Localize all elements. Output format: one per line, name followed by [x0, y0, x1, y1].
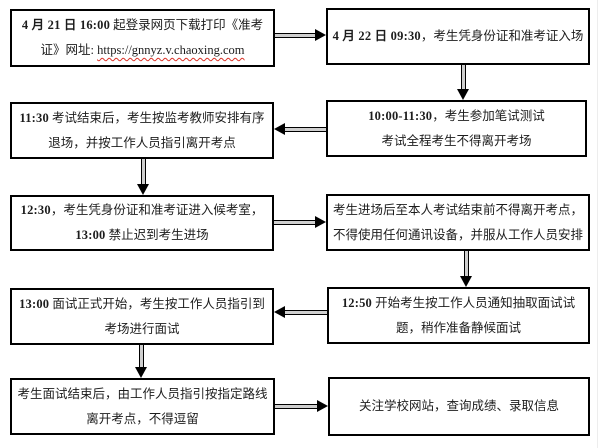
box-no-leaving-rules: 考生进场后至本人考试结束前不得离开考点， 不得使用任何通讯设备，并服从工作人员安… — [326, 194, 590, 251]
flow-arrow-r4-to-l4 — [274, 306, 327, 318]
arrow-right-icon — [315, 29, 326, 41]
box-text: ，考生凭身份证和准考证入场 — [420, 29, 584, 43]
box-exit-after-written-test: 11:30 考试结束后，考生按监考教师安排有序 退场，并按工作人员指引离开考点 — [10, 102, 274, 159]
box-text-line: 11:30 考试结束后，考生按监考教师安排有序 — [19, 106, 264, 131]
arrow-left-icon — [274, 306, 285, 318]
arrow-down-icon — [137, 184, 149, 195]
box-text: 面试正式开始，考生按工作人员指引到 — [49, 296, 265, 311]
flow-arrow-r2-to-l2 — [274, 123, 326, 135]
box-text-line: 退场，并按工作人员指引离开考点 — [48, 131, 236, 156]
box-print-admission-ticket: 4 月 21 日 16:00 起登录网页下载打印《准考 证》网址: https:… — [10, 9, 275, 67]
arrow-shaft — [274, 219, 315, 225]
flow-arrow-l2-to-l3 — [137, 159, 149, 195]
time-text: 10:00-11:30 — [368, 108, 433, 123]
flow-arrow-r3-to-r4 — [460, 251, 472, 287]
box-text-line: 10:00-11:30，考生参加笔试测试 — [368, 104, 545, 129]
box-text: 不得使用任何通讯设备，并服从工作人员安排 — [332, 227, 583, 242]
box-text: 禁止迟到考生进场 — [105, 228, 209, 242]
box-text: 关注学校网站，查询成绩、录取信息 — [358, 399, 559, 413]
arrow-shaft — [140, 159, 146, 184]
box-text-line: 不得使用任何通讯设备，并服从工作人员安排 — [333, 223, 583, 248]
flow-arrow-r1-to-r2 — [457, 65, 469, 100]
arrow-shaft — [138, 345, 144, 367]
box-text-line: 题，稍作准备静候面试 — [396, 316, 521, 341]
box-text-line: 13:00 面试正式开始，考生按工作人员指引到 — [19, 292, 265, 317]
flow-arrow-l4-to-l5 — [135, 345, 147, 378]
box-leave-after-interview: 考生面试结束后，由工作人员指引按指定路线 离开考点，不得逗留 — [10, 378, 275, 435]
box-text: 考生进场后至本人考试结束前不得离开考点， — [332, 202, 583, 217]
flow-arrow-l5-to-r5 — [275, 400, 328, 412]
time-text: 4 月 22 日 09:30 — [332, 29, 421, 43]
box-waiting-room-entry: 12:30，考生凭身份证和准考证进入候考室， 13:00 禁止迟到考生进场 — [10, 195, 274, 251]
box-text-line: 考场进行面试 — [104, 317, 179, 342]
box-written-test: 10:00-11:30，考生参加笔试测试 考试全程考生不得离开考场 — [326, 100, 587, 157]
arrow-shaft — [460, 65, 466, 89]
box-text-line: 关注学校网站，查询成绩、录取信息 — [359, 394, 559, 419]
flow-arrow-l1-to-r1 — [275, 29, 326, 41]
box-text: 退场，并按工作人员指引离开考点 — [48, 135, 236, 150]
time-text: 13:00 — [19, 296, 50, 311]
box-text: 考试结束后，考生按监考教师安排有序 — [48, 110, 265, 125]
box-interview-start: 13:00 面试正式开始，考生按工作人员指引到 考场进行面试 — [10, 288, 274, 345]
arrow-left-icon — [274, 123, 285, 135]
time-text: 13:00 — [75, 228, 106, 242]
box-text: 考生面试结束后，由工作人员指引按指定路线 — [17, 386, 268, 401]
box-text-line: 12:30，考生凭身份证和准考证进入候考室， — [21, 198, 264, 223]
box-text-line: 12:50 开始考生按工作人员通知抽取面试试 — [342, 291, 575, 316]
box-text-line: 考试全程考生不得离开考场 — [381, 129, 531, 154]
box-text-line: 4 月 22 日 09:30，考生凭身份证和准考证入场 — [333, 24, 584, 49]
url-text: https://gnnyz.v.chaoxing.com — [97, 43, 245, 57]
box-text: ，考生参加笔试测试 — [432, 108, 545, 123]
box-text-line: 离开考点，不得逗留 — [86, 407, 199, 432]
time-text: 12:50 — [341, 295, 373, 310]
flow-arrow-l3-to-r3 — [274, 216, 326, 228]
box-text-line: 考生进场后至本人考试结束前不得离开考点， — [333, 198, 583, 223]
arrow-down-icon — [457, 89, 469, 100]
box-check-results: 关注学校网站，查询成绩、录取信息 — [328, 377, 590, 436]
arrow-shaft — [275, 32, 315, 38]
arrow-shaft — [285, 126, 326, 132]
box-text: 离开考点，不得逗留 — [86, 411, 199, 426]
time-text: 4 月 21 日 16:00 — [21, 18, 111, 32]
box-morning-entry: 4 月 22 日 09:30，考生凭身份证和准考证入场 — [326, 8, 590, 65]
arrow-down-icon — [460, 276, 472, 287]
box-text-line: 13:00 禁止迟到考生进场 — [75, 223, 208, 248]
arrow-down-icon — [135, 367, 147, 378]
arrow-right-icon — [317, 400, 328, 412]
arrow-shaft — [463, 251, 469, 276]
arrow-shaft — [285, 309, 327, 315]
box-text: 开始考生按工作人员通知抽取面试试 — [372, 295, 576, 310]
box-text-line: 考生面试结束后，由工作人员指引按指定路线 — [17, 382, 267, 407]
time-text: 12:30 — [20, 203, 51, 217]
box-text: 考试全程考生不得离开考场 — [381, 133, 532, 148]
box-text: 题，稍作准备静候面试 — [395, 320, 521, 335]
box-text: 证》网址: — [40, 43, 98, 57]
arrow-right-icon — [315, 216, 326, 228]
box-text: 起登录网页下载打印《准考 — [110, 18, 264, 32]
box-text-line: 4 月 21 日 16:00 起登录网页下载打印《准考 — [22, 13, 263, 38]
box-text: 考场进行面试 — [104, 321, 180, 336]
box-text: ，考生凭身份证和准考证进入候考室， — [50, 203, 264, 217]
time-text: 11:30 — [19, 110, 49, 125]
box-text-line: 证》网址: https://gnnyz.v.chaoxing.com — [40, 38, 244, 63]
arrow-shaft — [275, 403, 317, 409]
page-edge-line — [597, 0, 598, 448]
box-draw-interview-questions: 12:50 开始考生按工作人员通知抽取面试试 题，稍作准备静候面试 — [327, 287, 590, 344]
